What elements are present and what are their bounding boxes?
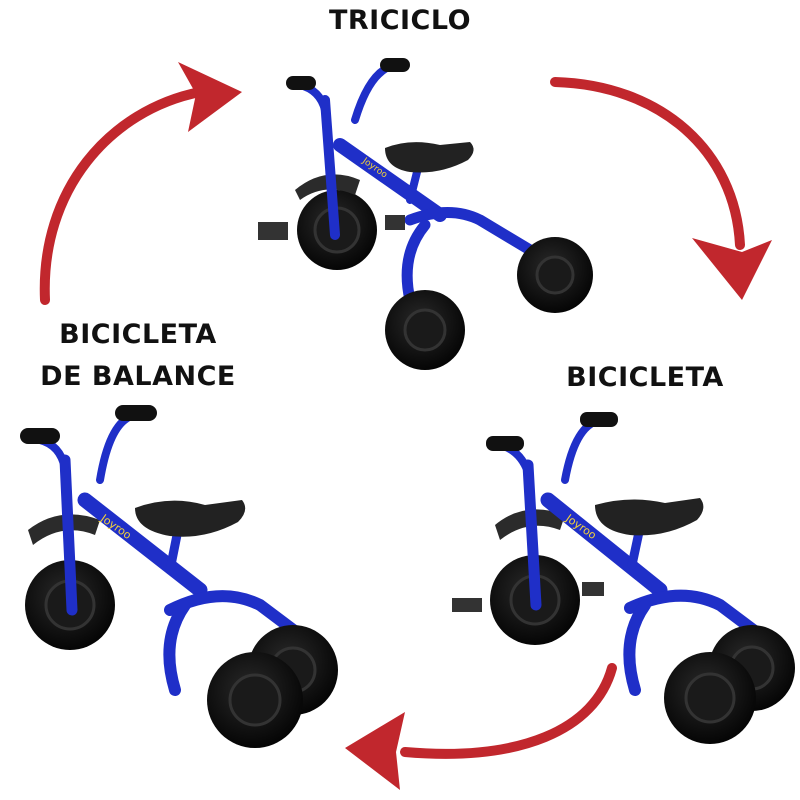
brand-logo: Joyroo xyxy=(562,511,599,542)
arrow-bottom xyxy=(345,663,617,790)
tricycle-image: Joyroo xyxy=(258,58,593,370)
curved-arrow-icon xyxy=(178,62,242,132)
curved-arrow-icon xyxy=(345,712,405,790)
balance-bike-image: Joyroo xyxy=(20,405,338,748)
label-balance-line1: BICICLETA xyxy=(59,319,217,350)
curved-arrow-icon xyxy=(692,238,772,300)
label-bicicleta: BICICLETA xyxy=(566,362,724,393)
label-triciclo: TRICICLO xyxy=(328,5,472,36)
label-bicicleta-de-balance: BICICLETA DE BALANCE xyxy=(20,314,256,398)
arrow-top-left xyxy=(39,62,242,305)
pedal-bike-image: Joyroo xyxy=(452,412,795,744)
label-balance-line2: DE BALANCE xyxy=(40,361,236,392)
arrow-top-right xyxy=(550,77,772,300)
